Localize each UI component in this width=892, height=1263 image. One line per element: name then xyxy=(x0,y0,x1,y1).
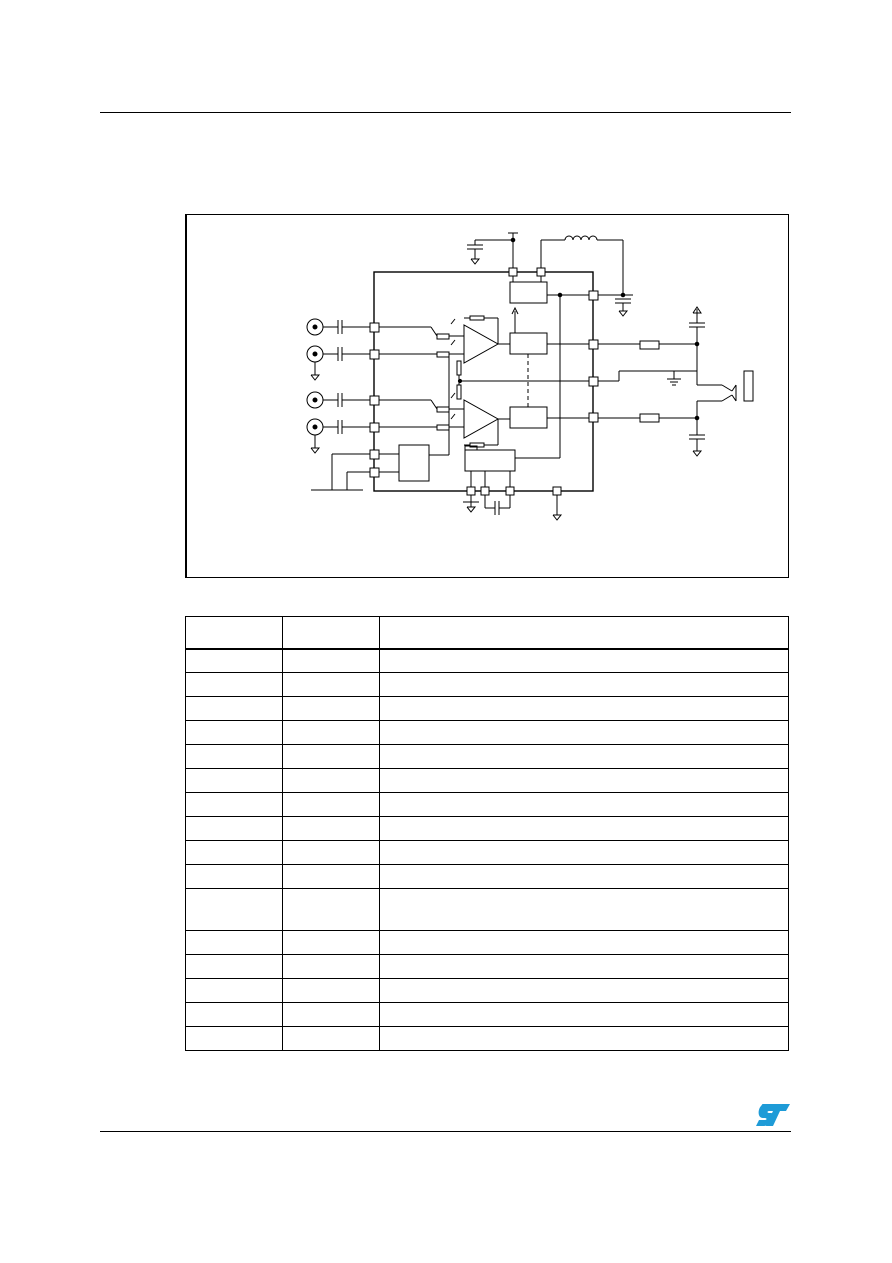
table-row xyxy=(185,1002,789,1027)
table-cell xyxy=(379,696,789,721)
table-cell xyxy=(185,672,283,697)
table-cell xyxy=(379,930,789,955)
table-cell xyxy=(185,696,283,721)
pin-description-table xyxy=(185,616,789,1051)
table-cell xyxy=(379,792,789,817)
column-header xyxy=(185,616,283,650)
table-cell xyxy=(282,768,380,793)
table-cell xyxy=(282,672,380,697)
table-cell xyxy=(185,930,283,955)
table-cell xyxy=(282,978,380,1003)
table-cell xyxy=(379,864,789,889)
table-cell xyxy=(185,954,283,979)
table-cell xyxy=(379,720,789,745)
table-cell xyxy=(185,1026,283,1051)
schematic-diagram xyxy=(306,232,754,521)
headphone-jack-icon xyxy=(721,370,754,402)
table-cell xyxy=(185,840,283,865)
table-cell xyxy=(185,864,283,889)
table-cell xyxy=(379,648,789,673)
table-row xyxy=(185,864,789,889)
table-cell xyxy=(379,768,789,793)
table-row xyxy=(185,840,789,865)
ground-icon xyxy=(692,450,703,457)
table-cell xyxy=(282,840,380,865)
table-row xyxy=(185,930,789,955)
inductor-icon xyxy=(564,235,598,241)
driver-block-lower xyxy=(509,406,548,429)
table-cell xyxy=(282,954,380,979)
table-cell xyxy=(282,930,380,955)
table-row xyxy=(185,888,789,931)
ground-icon xyxy=(618,310,629,317)
table-cell xyxy=(185,1002,283,1027)
table-cell xyxy=(282,648,380,673)
driver-block-upper xyxy=(509,332,548,355)
table-cell xyxy=(379,816,789,841)
opamp-icon xyxy=(463,324,500,364)
table-cell xyxy=(282,864,380,889)
table-cell xyxy=(282,720,380,745)
table-header-row xyxy=(185,616,789,650)
table-cell xyxy=(185,744,283,769)
table-cell xyxy=(185,792,283,817)
table-row xyxy=(185,1026,789,1051)
rca-jack-icon xyxy=(306,318,324,436)
table-cell xyxy=(379,672,789,697)
table-row xyxy=(185,720,789,745)
footer-rule xyxy=(100,1131,791,1132)
table-cell xyxy=(185,978,283,1003)
control-logic-block xyxy=(398,444,430,482)
table-row xyxy=(185,792,789,817)
table-row xyxy=(185,954,789,979)
table-cell xyxy=(379,888,789,931)
table-cell xyxy=(379,954,789,979)
table-cell xyxy=(185,816,283,841)
table-cell xyxy=(379,978,789,1003)
table-row xyxy=(185,696,789,721)
table-cell xyxy=(282,816,380,841)
table-row xyxy=(185,978,789,1003)
opamp-icon xyxy=(463,399,500,439)
table-row xyxy=(185,744,789,769)
st-logo-icon xyxy=(756,1104,790,1126)
column-header xyxy=(282,616,380,650)
table-row xyxy=(185,768,789,793)
resistor-icon xyxy=(639,340,660,350)
table-cell xyxy=(185,648,283,673)
column-header xyxy=(379,616,789,650)
table-row xyxy=(185,816,789,841)
resistor-icon xyxy=(639,413,660,423)
table-cell xyxy=(185,888,283,931)
table-cell xyxy=(185,768,283,793)
table-cell xyxy=(282,696,380,721)
table-cell xyxy=(282,1002,380,1027)
table-cell xyxy=(379,1002,789,1027)
ground-icon xyxy=(470,258,481,265)
table-cell xyxy=(379,1026,789,1051)
charge-pump-block xyxy=(464,449,516,472)
table-cell xyxy=(379,840,789,865)
table-row xyxy=(185,672,789,697)
application-schematic-figure xyxy=(185,214,789,578)
table-cell xyxy=(282,792,380,817)
regulator-block xyxy=(509,281,548,304)
table-cell xyxy=(282,744,380,769)
header-rule xyxy=(100,112,791,113)
table-cell xyxy=(185,720,283,745)
table-row xyxy=(185,648,789,673)
table-cell xyxy=(282,888,380,931)
table-cell xyxy=(379,744,789,769)
table-cell xyxy=(282,1026,380,1051)
